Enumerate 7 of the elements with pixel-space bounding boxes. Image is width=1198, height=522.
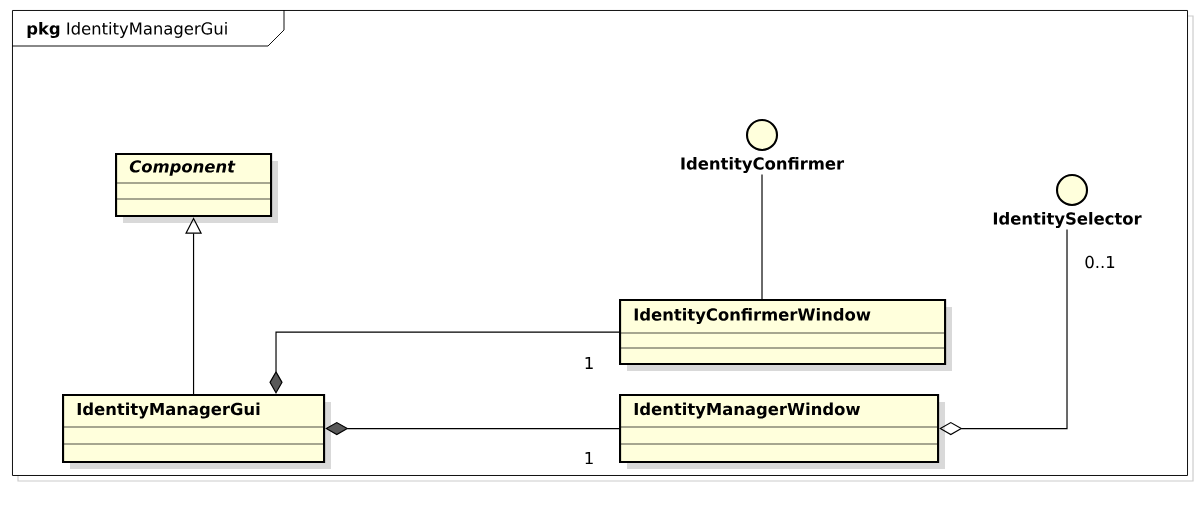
class-box: IdentityManagerWindow xyxy=(618,394,945,469)
class-box: IdentityManagerGui xyxy=(61,394,331,469)
association-line xyxy=(269,331,620,394)
class-box: IdentityConfirmerWindow xyxy=(618,299,952,371)
association-line xyxy=(939,228,1068,436)
realization-line xyxy=(761,173,763,300)
class-box: Component xyxy=(114,153,278,223)
